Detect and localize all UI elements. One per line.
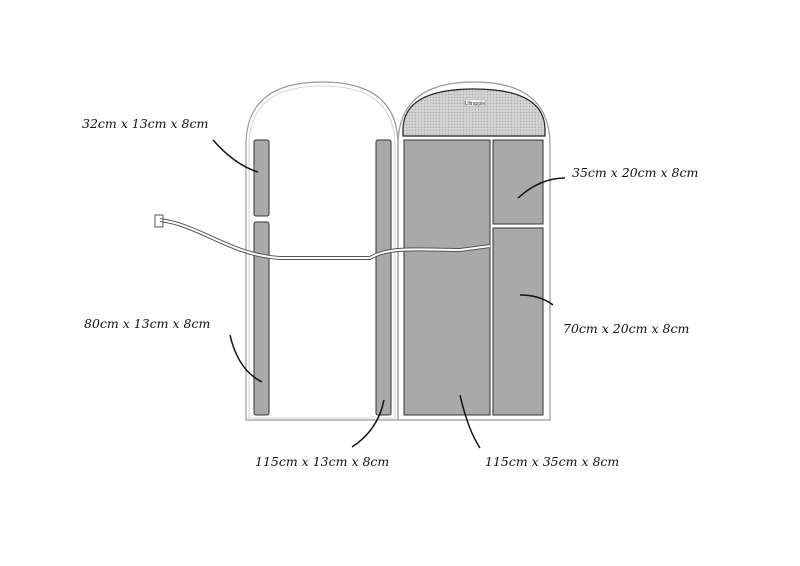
label-main-panel: 115cm x 35cm x 8cm [485,454,619,469]
label-mid-right: 70cm x 20cm x 8cm [563,321,689,336]
right-bag-outline [397,81,551,421]
label-small-side: 32cm x 13cm x 8cm [82,116,208,131]
logo-text: Ultrapple [465,101,485,107]
panel-main [403,139,491,416]
label-small-right: 35cm x 20cm x 8cm [572,165,698,180]
left-bag-outline [245,81,399,421]
mesh-pocket [402,88,546,137]
panel-small-side [253,139,270,217]
panel-full-side [375,139,392,416]
panel-small-right [492,139,544,225]
leader-lines [212,139,566,449]
panel-long-side [253,221,270,416]
label-long-side: 80cm x 13cm x 8cm [84,316,210,331]
panel-mid-right [492,227,544,416]
label-full-side: 115cm x 13cm x 8cm [255,454,389,469]
